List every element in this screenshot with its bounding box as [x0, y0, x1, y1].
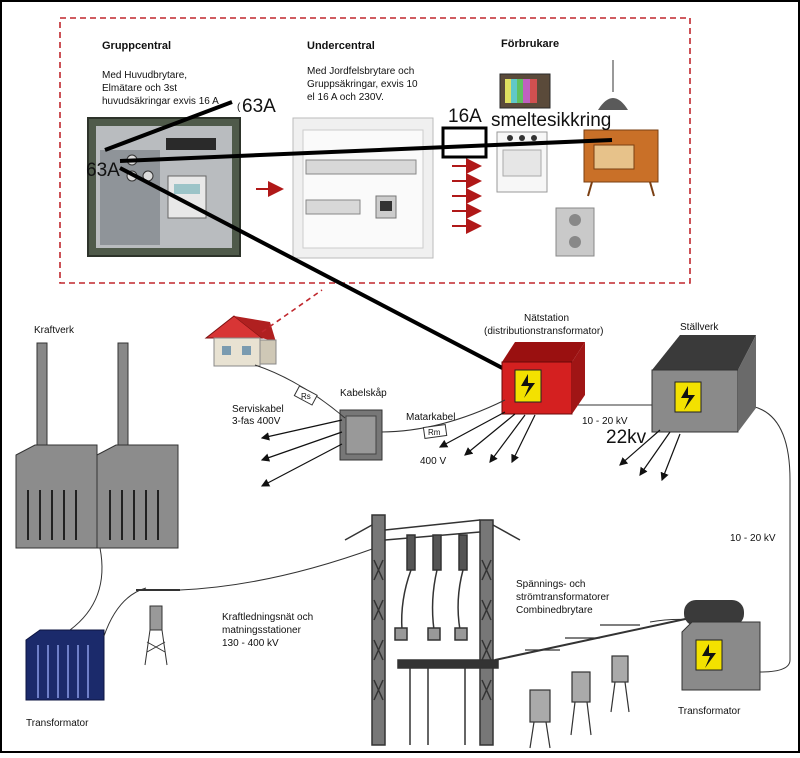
natstation-label-1: Nätstation	[524, 313, 569, 324]
bracket-mark: (	[237, 102, 241, 113]
annotation-line-16a	[119, 138, 613, 163]
fuse-box-annotation	[441, 126, 488, 159]
gruppcentral-desc-1: Med Huvudbrytare,	[102, 70, 187, 81]
kv-1020-left: 10 - 20 kV	[582, 416, 628, 427]
transformator-right-label: Transformator	[678, 706, 741, 717]
kraftledning-label-1: Kraftledningsnät och	[222, 612, 313, 623]
right-hv-cable	[739, 404, 791, 673]
kraftledning-label-2: matningsstationer	[222, 625, 302, 636]
v400-label: 400 V	[420, 456, 446, 467]
transformator-left	[25, 629, 105, 701]
spanning-label-2: strömtransformatorer	[516, 592, 610, 603]
house-icon	[204, 315, 277, 367]
radio-cabinet-icon	[583, 129, 659, 197]
gruppcentral-desc-3: huvudsäkringar exvis 16 A	[102, 96, 219, 107]
gruppcentral-title: Gruppcentral	[102, 40, 171, 52]
gruppcentral-desc-2: Elmätare och 3st	[102, 83, 177, 94]
power-line-cable	[179, 547, 376, 591]
annotation-22kv: 22kv	[606, 427, 647, 448]
spanning-label-1: Spännings- och	[516, 579, 586, 590]
spanning-label-3: Combinedbrytare	[516, 605, 593, 616]
serviskabel-label-2: 3-fas 400V	[232, 416, 281, 427]
natstation-label-2: (distributionstransformator)	[484, 326, 603, 337]
annotation-line-natstation	[119, 166, 511, 374]
transformator-right	[681, 600, 761, 691]
kabelskap-label: Kabelskåp	[340, 387, 387, 399]
natstation-building	[501, 342, 585, 415]
transformator-left-label: Transformator	[26, 718, 89, 729]
kabelskap-arrows	[260, 419, 343, 487]
kraftverk-label: Kraftverk	[34, 325, 75, 336]
small-pylon	[136, 589, 180, 666]
right-small-towers	[494, 617, 691, 749]
stove-icon	[496, 131, 548, 193]
undercentral-desc-1: Med Jordfelsbrytare och	[307, 66, 414, 77]
serviskabel-label-1: Serviskabel	[232, 404, 284, 415]
rm-resistor: Rm	[422, 423, 448, 440]
stallverk-label: Ställverk	[680, 322, 719, 333]
stallverk-building	[651, 335, 756, 433]
matarkabel-cable	[379, 399, 506, 433]
top-panel-border	[59, 17, 691, 284]
undercentral-title: Undercentral	[307, 40, 375, 52]
undercentral-panel	[292, 117, 434, 259]
forbrukare-title: Förbrukare	[501, 38, 559, 50]
rs-resistor: Rs	[293, 385, 318, 406]
kraftverk-building	[15, 342, 179, 549]
house-dashed-link	[261, 289, 323, 333]
kabelskap-cabinet	[339, 409, 383, 461]
undercentral-desc-3: el 16 A och 230V.	[307, 92, 384, 103]
kraftverk-cable	[69, 547, 103, 631]
tv-icon	[499, 73, 551, 109]
kraftledning-label-3: 130 - 400 kV	[222, 638, 279, 649]
kv-1020-right: 10 - 20 kV	[730, 533, 776, 544]
substation-tower	[344, 514, 521, 746]
annotation-smeltesikkring: smeltesikkring	[491, 110, 611, 131]
power-outlet-icon	[555, 207, 595, 257]
matarkabel-label: Matarkabel	[406, 412, 455, 423]
annotation-63a-left: 63A	[86, 160, 120, 181]
annotation-line-63a	[104, 100, 233, 152]
natstation-arrows	[438, 411, 536, 464]
rm-label: Rm	[428, 428, 441, 437]
lamp-icon	[598, 60, 628, 110]
gruppcentral-cabinet	[87, 117, 241, 257]
transformer-cable	[103, 587, 147, 637]
stallverk-arrows	[619, 429, 681, 482]
annotation-63a-top: 63A	[242, 96, 276, 117]
undercentral-desc-2: Gruppsäkringar, exvis 10	[307, 79, 418, 90]
red-arrows	[256, 158, 482, 234]
annotation-16a: 16A	[448, 106, 482, 127]
rs-label: Rs	[301, 392, 311, 401]
